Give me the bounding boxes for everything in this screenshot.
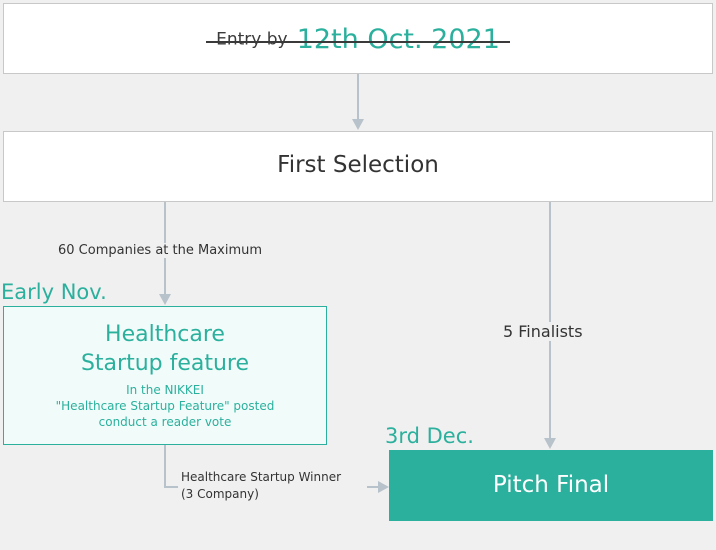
healthcare-feature-box: Healthcare Startup feature In the NIKKEI…: [3, 306, 327, 445]
healthcare-title-line2: Startup feature: [80, 351, 250, 376]
label-5-finalists: 5 Finalists: [503, 322, 583, 341]
label-60-companies: 60 Companies at the Maximum: [57, 243, 264, 258]
pitch-final-title: Pitch Final: [492, 472, 610, 498]
connector-healthcare-down: [164, 445, 166, 488]
connector-selection-to-pitch: [549, 202, 551, 438]
label-healthcare-winner: Healthcare Startup Winner (3 Company): [181, 469, 371, 503]
winner-label-line2: (3 Company): [181, 487, 259, 501]
third-dec-label: 3rd Dec.: [385, 424, 474, 448]
pitch-final-box: Pitch Final: [389, 450, 713, 521]
early-nov-label: Early Nov.: [1, 280, 107, 304]
first-selection-title: First Selection: [277, 152, 439, 178]
healthcare-sub-line3: conduct a reader vote: [98, 415, 232, 429]
entry-deadline-text: Entry by 12th Oct. 2021: [4, 24, 712, 55]
strikethrough-line: [206, 41, 510, 43]
first-selection-box: First Selection: [3, 131, 713, 202]
connector-healthcare-stub: [164, 486, 178, 488]
healthcare-sub-line1: In the NIKKEI: [126, 383, 204, 397]
arrow-down-icon: [544, 438, 556, 449]
entry-prefix: Entry by: [216, 29, 288, 50]
healthcare-sub-line2: "Healthcare Startup Feature" posted: [55, 399, 275, 413]
healthcare-feature-description: In the NIKKEI "Healthcare Startup Featur…: [4, 382, 326, 430]
entry-date: 12th Oct. 2021: [296, 24, 500, 55]
connector-entry-to-selection: [357, 74, 359, 120]
healthcare-title-line1: Healthcare: [105, 322, 225, 347]
entry-deadline-box: Entry by 12th Oct. 2021: [3, 3, 713, 74]
healthcare-feature-title: Healthcare Startup feature: [4, 320, 326, 378]
winner-label-line1: Healthcare Startup Winner: [181, 470, 342, 484]
arrow-down-icon: [352, 119, 364, 130]
arrow-right-icon: [378, 481, 389, 493]
connector-healthcare-to-pitch: [367, 486, 379, 488]
arrow-down-icon: [159, 294, 171, 305]
